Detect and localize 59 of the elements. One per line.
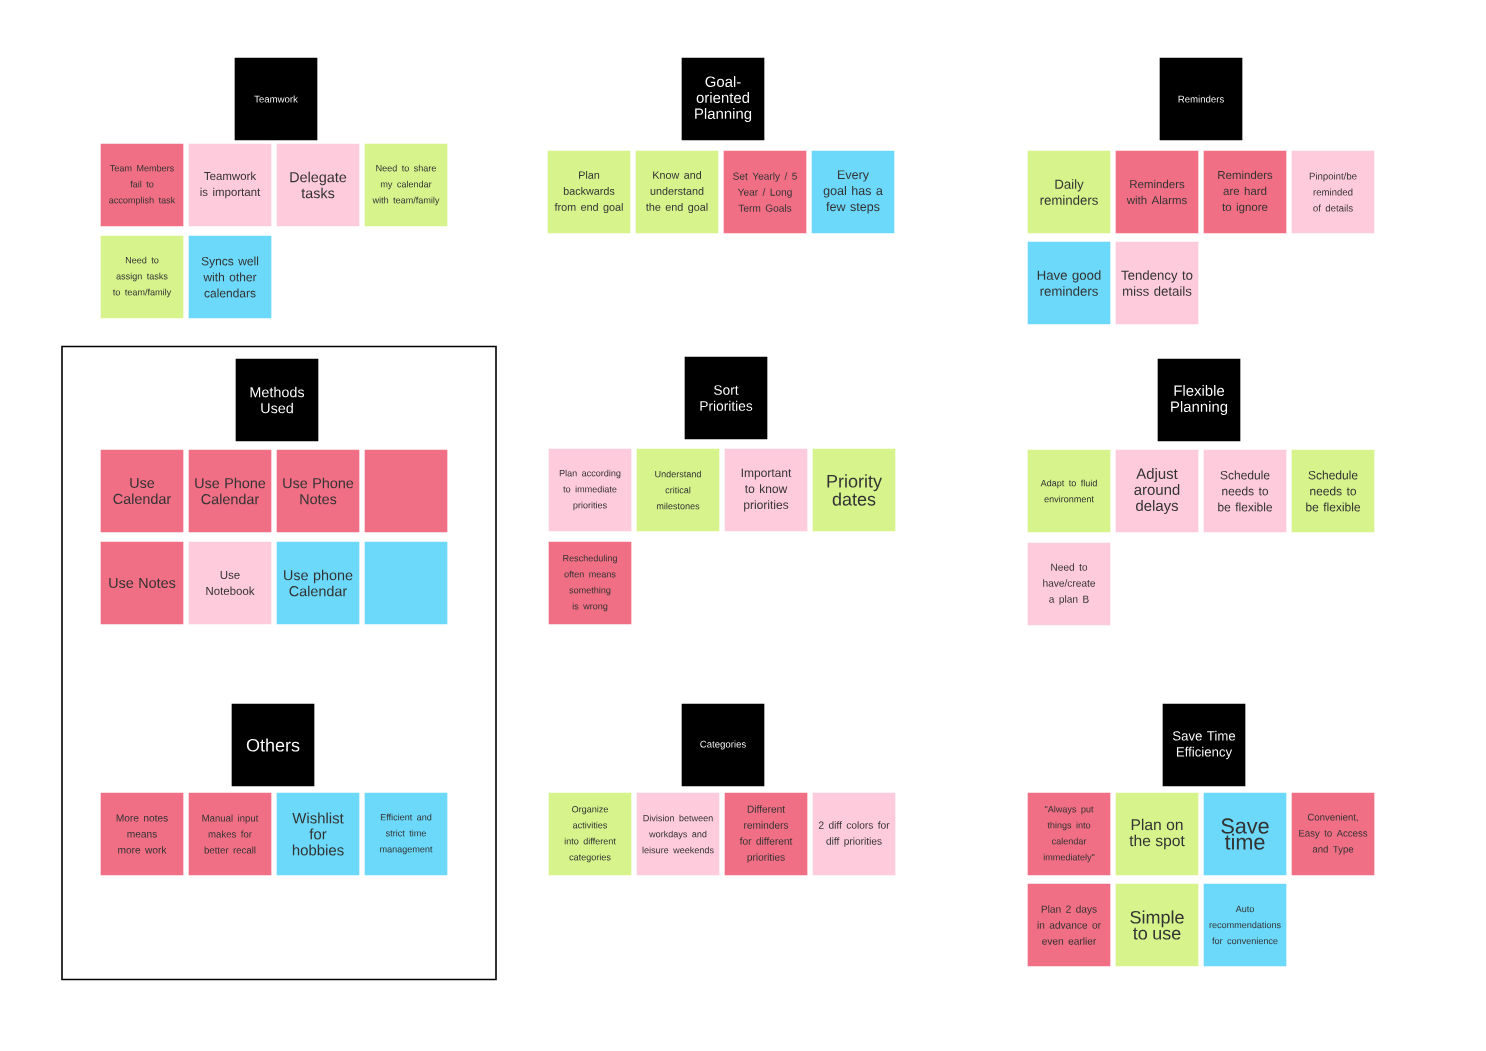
sticky-note: Every goal has a few steps [811,150,895,234]
sticky-note: Syncs well with other calendars [188,235,272,319]
header-note: Flexible Planning [1157,358,1241,442]
sticky-note: Plan according to immediate priorities [548,448,632,532]
sticky-note: Save time [1203,792,1287,876]
sticky-note: Adapt to fluid environment [1027,449,1111,533]
sticky-note: Auto recommendations for convenience [1203,883,1287,967]
sticky-note: Use Phone Notes [276,449,360,533]
sticky-note: "Always put things into calendar immediately" [1027,792,1111,876]
header-note: Methods Used [235,358,319,442]
sticky-note: Need to share my calendar with team/family [364,143,448,227]
sticky-note: Set Yearly / 5 Year / Long Term Goals [723,150,807,234]
sticky-note: Daily reminders [1027,150,1111,234]
sticky-note: Plan 2 days in advance or even earlier [1027,883,1111,967]
sticky-note: Delegate tasks [276,143,360,227]
sticky-note [364,449,448,533]
sticky-note: Efficient and strict time management [364,792,448,876]
header-note: Others [231,703,315,787]
sticky-note: Need to assign tasks to team/family [100,235,184,319]
sticky-note: Convenient, Easy to Access and Type [1291,792,1375,876]
sticky-note: Adjust around delays [1115,449,1199,533]
sticky-note: Need to have/create a plan B [1027,542,1111,626]
header-note: Save Time Efficiency [1162,703,1246,787]
sticky-note: Know and understand the end goal [635,150,719,234]
sticky-note: Important to know priorities [724,448,808,532]
header-note: Goal-oriented Planning [681,57,765,141]
header-note: Reminders [1159,57,1243,141]
sticky-note: Understand critical milestones [636,448,720,532]
sticky-note: Wishlist for hobbies [276,792,360,876]
sticky-note: Use Phone Calendar [188,449,272,533]
sticky-note: Schedule needs to be flexible [1291,449,1375,533]
sticky-note: Use phone Calendar [276,541,360,625]
sticky-note: Team Members fail to accomplish task [100,143,184,227]
sticky-note: Rescheduling often means something is wrong [548,541,632,625]
sticky-note: Different reminders for different priorities [724,792,808,876]
sticky-note: Manual input makes for better recall [188,792,272,876]
sticky-note: Tendency to miss details [1115,241,1199,325]
sticky-note: Schedule needs to be flexible [1203,449,1287,533]
sticky-note: More notes means more work [100,792,184,876]
sticky-note: Teamwork is important [188,143,272,227]
sticky-note: Priority dates [812,448,896,532]
sticky-note: Organize activities into different categories [548,792,632,876]
header-note: Teamwork [234,57,318,141]
sticky-note: 2 diff colors for diff priorities [812,792,896,876]
header-note: Sort Priorities [684,356,768,440]
sticky-note: Division between workdays and leisure weekends [636,792,720,876]
sticky-note: Simple to use [1115,883,1199,967]
sticky-note: Use Notes [100,541,184,625]
sticky-note: Use Notebook [188,541,272,625]
sticky-note: Have good reminders [1027,241,1111,325]
header-note: Categories [681,703,765,787]
group-frame [61,345,497,981]
sticky-note [364,541,448,625]
sticky-note: Plan backwards from end goal [547,150,631,234]
sticky-note: Pinpoint/be reminded of details [1291,150,1375,234]
sticky-note: Reminders are hard to ignore [1203,150,1287,234]
sticky-note: Reminders with Alarms [1115,150,1199,234]
sticky-note: Use Calendar [100,449,184,533]
sticky-note: Plan on the spot [1115,792,1199,876]
